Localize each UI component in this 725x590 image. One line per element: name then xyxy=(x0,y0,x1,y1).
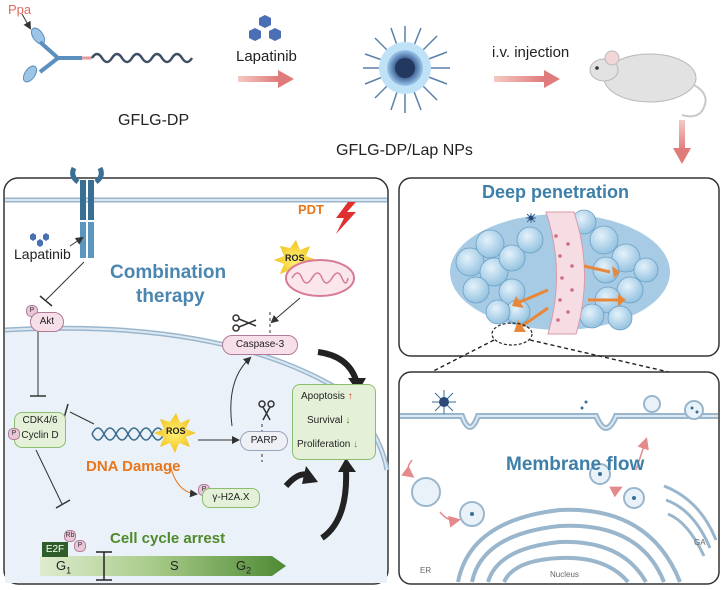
mito-to-caspase-arrow xyxy=(270,297,301,324)
e2f-box: E2F xyxy=(42,542,68,557)
cell-membrane-line-inner xyxy=(400,415,718,429)
nucleus-region xyxy=(5,328,387,583)
g1-sub: 1 xyxy=(66,565,72,576)
polymer-chain xyxy=(90,52,194,64)
pdt-lightning-icon xyxy=(336,202,356,234)
flow-arrows xyxy=(401,437,649,528)
parp-to-caspase-arrow xyxy=(230,356,252,427)
proliferation-text: Proliferation xyxy=(297,439,351,450)
zoom-callout-ellipse xyxy=(491,322,533,346)
caspase-to-outcome-arrow xyxy=(317,349,359,382)
deep-penetration-title: Deep penetration xyxy=(482,182,630,202)
akt-chip: Akt xyxy=(30,312,64,332)
nucleus-label: Nucleus xyxy=(550,570,579,579)
h2ax-chip: γ-H2A.X xyxy=(202,488,260,508)
cellcycle-to-outcome-arrow xyxy=(320,469,350,541)
nps-label: GFLG-DP/Lap NPs xyxy=(336,142,473,159)
er-nucleus-icon xyxy=(456,507,682,584)
outcome-proliferation: Proliferation ↓ xyxy=(297,439,358,450)
outcome-apoptosis: Apoptosis ↑ xyxy=(301,391,353,402)
cdk-to-e2f-bar xyxy=(55,499,71,509)
vesicles-icon xyxy=(411,395,704,527)
dna-to-h2ax-arrow xyxy=(169,463,198,498)
cdk-cyclin-box: CDK4/6 Cyclin D xyxy=(14,412,66,448)
caspase-chip: Caspase-3 xyxy=(222,335,298,355)
apoptosis-text: Apoptosis xyxy=(301,391,345,402)
dna-to-cdk-line xyxy=(69,411,95,425)
ros-mid-label: ROS xyxy=(166,426,186,436)
ga-label: GA xyxy=(694,538,706,547)
receptor-to-akt-bar xyxy=(39,295,53,307)
cell-cycle-label: Cell cycle arrest xyxy=(110,530,226,547)
cell-cycle-bar xyxy=(40,556,286,576)
np-extracellular-core xyxy=(439,397,449,407)
ppa-label: Ppa xyxy=(8,2,32,17)
lapatinib-to-receptor-arrow xyxy=(69,236,84,247)
survival-text: Survival xyxy=(307,415,343,426)
ppa-pointer-arrow xyxy=(21,13,31,30)
cdk-to-e2f-line xyxy=(35,449,63,505)
step-arrow-2 xyxy=(494,76,544,82)
scissors-parp-icon xyxy=(258,400,275,421)
dna-damage-label: DNA Damage xyxy=(86,458,181,475)
proliferation-arrow: ↓ xyxy=(353,439,359,450)
s-phase-label: S xyxy=(170,558,179,573)
outcome-box: Apoptosis ↑ Survival ↓ Proliferation ↓ xyxy=(292,384,376,460)
ros-top-label: ROS xyxy=(285,253,305,263)
cdk-label: CDK4/6 xyxy=(22,415,58,426)
cyclin-phospho-dot: P xyxy=(8,428,20,440)
lapatinib-top-label: Lapatinib xyxy=(236,48,297,65)
cell-cycle-block-icon xyxy=(96,551,112,581)
g1-letter: G xyxy=(56,558,67,573)
down-arrow xyxy=(679,120,685,150)
er-label: ER xyxy=(420,566,432,575)
step-arrow-1-head xyxy=(278,70,294,88)
injection-label: i.v. injection xyxy=(492,44,570,61)
g2-sub: 2 xyxy=(246,565,252,576)
apoptosis-arrow: ↑ xyxy=(347,391,353,402)
tumor-tissue-icon xyxy=(450,209,670,335)
cellcycle-to-outcome-head xyxy=(338,458,356,472)
g2-letter: G xyxy=(236,558,247,573)
lapatinib-left-label: Lapatinib xyxy=(14,246,71,262)
cyclin-label: Cyclin D xyxy=(21,430,59,441)
zoom-callout-line-left xyxy=(411,339,495,383)
ppa-molecule-icon xyxy=(22,27,92,83)
h2ax-to-outcome-head xyxy=(302,466,318,484)
receptor-to-akt-line xyxy=(45,261,85,301)
g1-phase-label: G1 xyxy=(56,558,71,576)
ros-burst-mid-icon xyxy=(154,413,196,453)
parp-chip: PARP xyxy=(240,431,288,451)
combination-title-line1: Combination xyxy=(110,262,227,283)
membrane-flow-title: Membrane flow xyxy=(506,454,645,475)
down-arrow-head xyxy=(673,148,691,164)
survival-arrow: ↓ xyxy=(345,415,351,426)
combination-title-line2: therapy xyxy=(136,286,205,307)
pdt-label: PDT xyxy=(298,202,324,217)
rb-phospho-dot: P xyxy=(74,540,86,552)
mouse-icon xyxy=(589,50,707,118)
outcome-survival: Survival ↓ xyxy=(307,415,350,426)
nanoparticle-icon xyxy=(363,26,450,113)
mitochondrion-icon xyxy=(285,259,355,297)
scissors-caspase-icon xyxy=(232,314,257,332)
step-arrow-1 xyxy=(238,76,278,82)
lapatinib-hexagon-icon xyxy=(249,15,281,41)
rb-dot: Rb xyxy=(64,530,76,542)
golgi-icon xyxy=(663,484,718,557)
g2-phase-label: G2 xyxy=(236,558,251,576)
gflg-dp-label: GFLG-DP xyxy=(118,112,190,129)
lapatinib-small-icon xyxy=(30,233,49,247)
step-arrow-2-head xyxy=(544,70,560,88)
